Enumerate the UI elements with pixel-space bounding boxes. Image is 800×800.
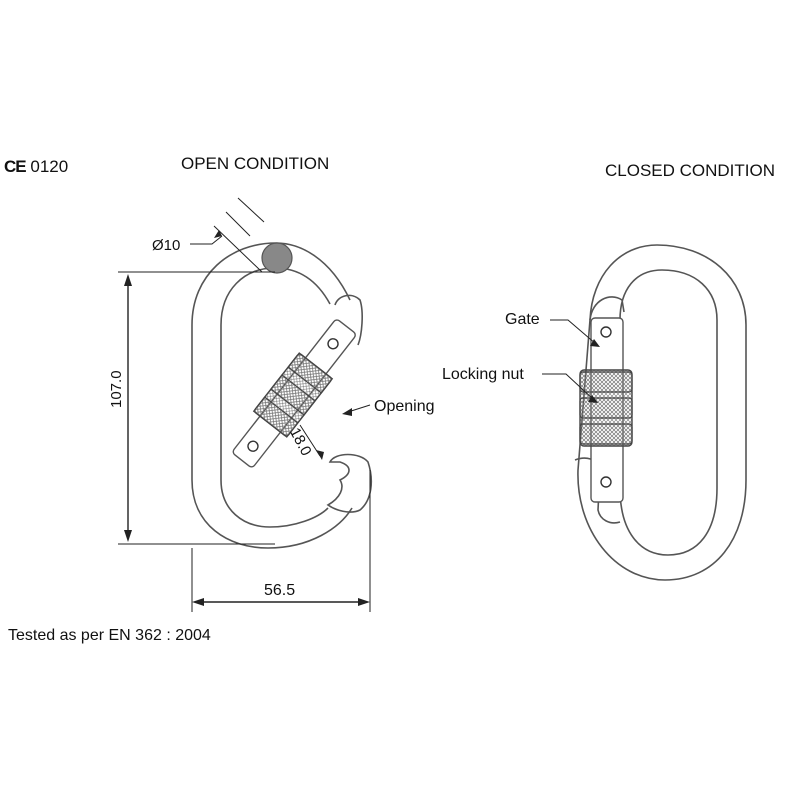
diameter-dimension: Ø10 xyxy=(152,237,181,254)
open-condition-title: OPEN CONDITION xyxy=(181,154,330,173)
closed-locking-nut xyxy=(579,369,633,447)
open-carabiner xyxy=(118,197,373,612)
locking-nut-callout: Locking nut xyxy=(442,366,524,383)
ce-mark: CE 0120 xyxy=(4,157,68,177)
closed-condition-title: CLOSED CONDITION xyxy=(605,161,776,180)
height-dimension: 107.0 xyxy=(108,370,125,408)
opening-callout: Opening xyxy=(374,398,435,415)
gate-callout: Gate xyxy=(505,311,540,328)
closed-carabiner xyxy=(542,244,747,581)
ce-number: 0120 xyxy=(30,157,69,176)
width-dimension: 56.5 xyxy=(264,582,296,599)
open-gate xyxy=(232,319,356,468)
cross-section-circle xyxy=(261,242,293,274)
standard-footer: Tested as per EN 362 : 2004 xyxy=(8,627,211,644)
ce-symbol: CE xyxy=(4,157,27,176)
